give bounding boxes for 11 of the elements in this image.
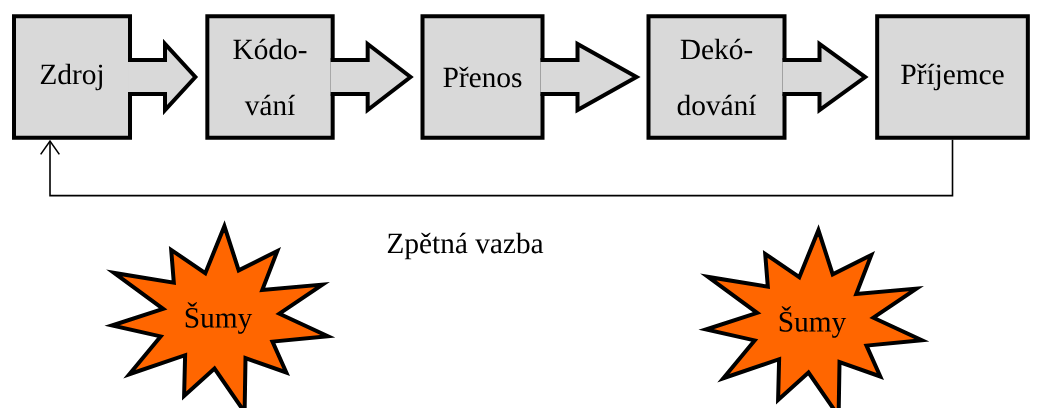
block-arrow (538, 40, 641, 114)
edge-label: Zpětná vazba (387, 232, 544, 260)
block-arrow (328, 39, 414, 115)
process-box: Přenos (420, 14, 545, 140)
block-arrow (126, 38, 199, 116)
process-box: Příjemce (875, 14, 1030, 140)
process-box: Zdroj (12, 14, 132, 140)
feedback-arrow (39, 138, 954, 197)
block-arrow (780, 40, 869, 114)
process-box: Dekó- dování (646, 14, 787, 140)
process-box: Kódo- vání (205, 14, 335, 140)
